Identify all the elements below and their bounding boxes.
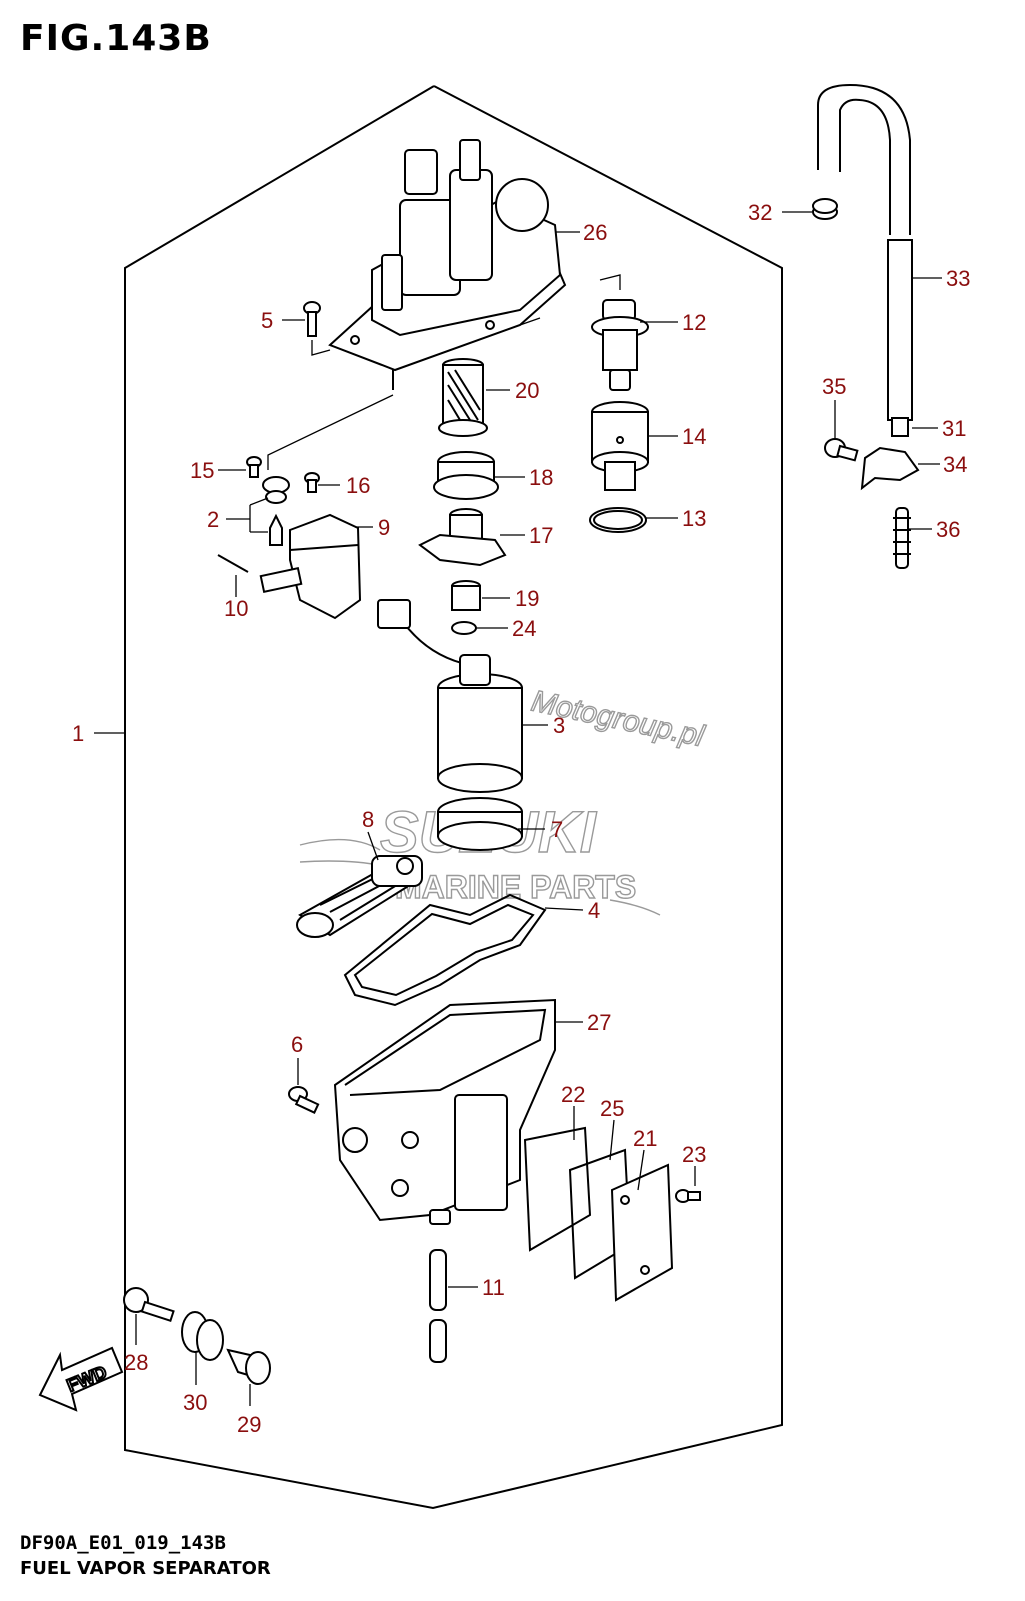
callout-33: 33 bbox=[946, 266, 970, 291]
callout-19: 19 bbox=[515, 586, 539, 611]
callout-35: 35 bbox=[822, 374, 846, 399]
part-9-float bbox=[259, 513, 362, 620]
part-19-grommet bbox=[451, 580, 481, 611]
callout-20: 20 bbox=[515, 378, 539, 403]
diagram-code: DF90A_E01_019_143B bbox=[20, 1532, 226, 1554]
callout-14: 14 bbox=[682, 424, 706, 449]
part-36-fitting bbox=[893, 507, 911, 569]
part-15-screw bbox=[246, 456, 262, 478]
part-18-holder bbox=[433, 451, 499, 500]
figure-title: FIG.143B bbox=[20, 18, 212, 59]
callout-labels: 1 2 3 4 5 6 7 8 9 10 11 12 13 14 15 16 1… bbox=[72, 200, 970, 1437]
callout-1: 1 bbox=[72, 721, 84, 746]
callout-30: 30 bbox=[183, 1390, 207, 1415]
callout-13: 13 bbox=[682, 506, 706, 531]
part-2-needle-set bbox=[262, 476, 290, 546]
callout-7: 7 bbox=[551, 817, 563, 842]
part-32-clip bbox=[812, 198, 838, 220]
callout-29: 29 bbox=[237, 1412, 261, 1437]
callout-10: 10 bbox=[224, 596, 248, 621]
part-5-screw bbox=[303, 301, 321, 337]
callout-17: 17 bbox=[529, 523, 553, 548]
part-11-pipe bbox=[429, 1249, 447, 1363]
callout-36: 36 bbox=[936, 517, 960, 542]
callout-15: 15 bbox=[190, 458, 214, 483]
part-21-cover bbox=[610, 1163, 674, 1302]
callout-3: 3 bbox=[553, 713, 565, 738]
callout-28: 28 bbox=[124, 1350, 148, 1375]
part-10-pin bbox=[217, 554, 249, 573]
part-24-o-ring bbox=[451, 621, 477, 635]
part-17-bracket bbox=[418, 508, 507, 567]
part-14-valve-body bbox=[591, 401, 649, 491]
part-21-hole bbox=[640, 1265, 650, 1275]
callout-2: 2 bbox=[207, 507, 219, 532]
callout-5: 5 bbox=[261, 308, 273, 333]
callout-24: 24 bbox=[512, 616, 536, 641]
part-27-float-chamber bbox=[333, 998, 556, 1225]
part-3-fuel-pump bbox=[377, 599, 523, 793]
part-35-bolt bbox=[824, 438, 859, 462]
part-6-screw bbox=[288, 1086, 320, 1114]
callout-12: 12 bbox=[682, 310, 706, 335]
callout-18: 18 bbox=[529, 465, 553, 490]
fwd-arrow: FWD bbox=[38, 1346, 124, 1412]
callout-22: 22 bbox=[561, 1082, 585, 1107]
callout-4: 4 bbox=[588, 898, 600, 923]
callout-25: 25 bbox=[600, 1096, 624, 1121]
part-33-hose bbox=[817, 83, 913, 437]
part-13-o-ring-inner bbox=[593, 510, 643, 530]
part-13-o-ring bbox=[589, 507, 647, 533]
part-34-clamp bbox=[860, 446, 920, 491]
callout-6: 6 bbox=[291, 1032, 303, 1057]
part-29-collar bbox=[226, 1348, 271, 1385]
callout-8: 8 bbox=[362, 807, 374, 832]
callout-11: 11 bbox=[482, 1275, 505, 1300]
callout-32: 32 bbox=[748, 200, 772, 225]
leader-lines bbox=[94, 211, 942, 1406]
callout-16: 16 bbox=[346, 473, 370, 498]
diagram-name: FUEL VAPOR SEPARATOR bbox=[20, 1558, 271, 1579]
watermark-subtitle: MARINE PARTS bbox=[395, 869, 636, 905]
part-23-screw bbox=[675, 1189, 701, 1203]
callout-21: 21 bbox=[633, 1126, 657, 1151]
part-26-separator-cover bbox=[328, 139, 567, 390]
part-22-gasket bbox=[523, 1126, 592, 1252]
reference-lines bbox=[267, 274, 621, 470]
callout-34: 34 bbox=[943, 452, 967, 477]
part-16-screw bbox=[304, 472, 320, 493]
part-28-bolt bbox=[123, 1287, 175, 1323]
callout-9: 9 bbox=[378, 515, 390, 540]
callout-23: 23 bbox=[682, 1142, 706, 1167]
part-12-valve bbox=[591, 299, 649, 391]
part-8-strainer bbox=[296, 855, 423, 938]
callout-31: 31 bbox=[942, 416, 966, 441]
assembly-boundary bbox=[124, 85, 783, 1510]
part-30-grommet bbox=[181, 1311, 224, 1361]
part-4-gasket bbox=[343, 893, 547, 1007]
part-4-gasket-inner bbox=[353, 903, 535, 997]
callout-27: 27 bbox=[587, 1010, 611, 1035]
part-7-cushion bbox=[437, 797, 523, 851]
part-20-filter bbox=[438, 358, 488, 437]
part-21-hole bbox=[620, 1195, 630, 1205]
callout-26: 26 bbox=[583, 220, 607, 245]
